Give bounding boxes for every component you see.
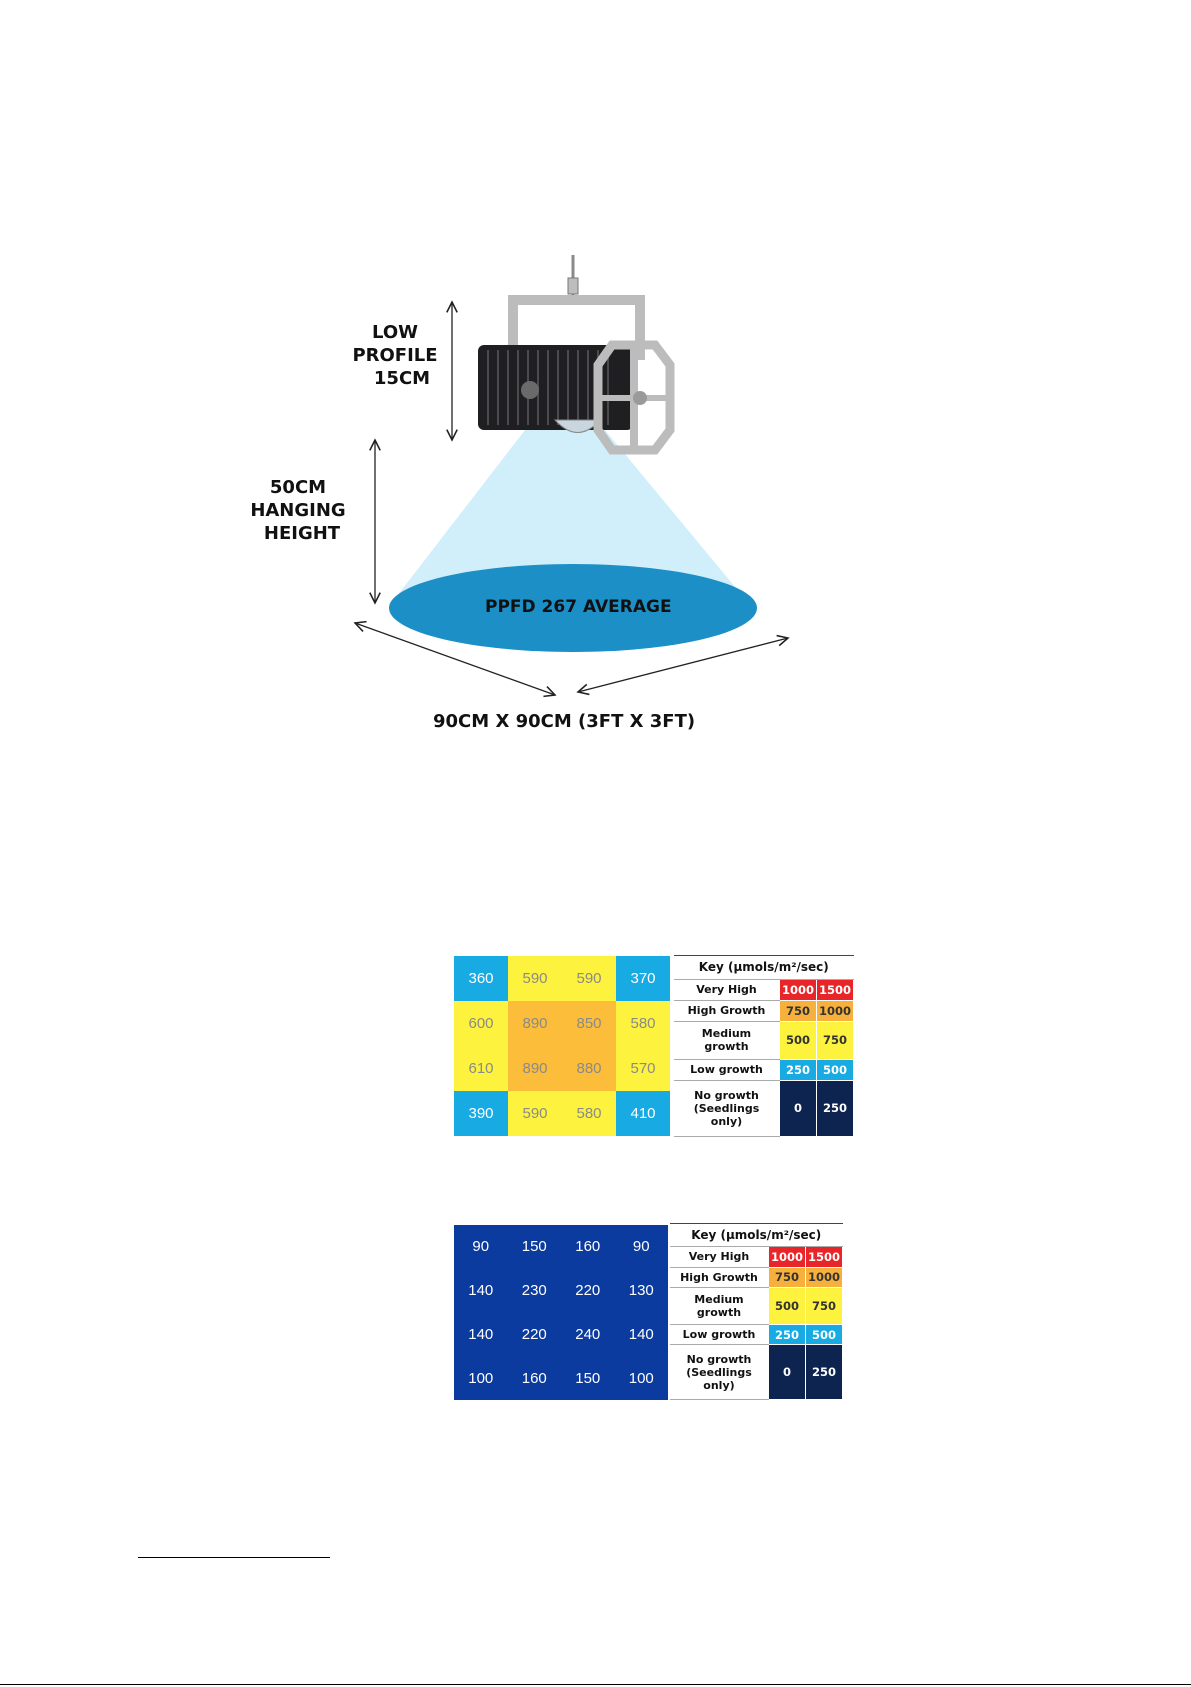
key-row-high-value: 750	[815, 1020, 855, 1060]
key-row-high-value: 250	[815, 1079, 855, 1138]
low-profile-line-2: PROFILE	[352, 345, 438, 366]
ppfd-cell: 590	[562, 956, 616, 1001]
low-profile-line-1: LOW	[372, 322, 418, 343]
ppfd-cell: 890	[508, 1001, 562, 1046]
key-row-label: Low growth	[674, 1059, 780, 1081]
ppfd-cell: 890	[508, 1046, 562, 1091]
key-row-label: Medium growth	[670, 1287, 769, 1325]
key-row-high-value: 1000	[804, 1266, 844, 1289]
ppfd-cell: 610	[454, 1046, 508, 1091]
ppfd-cell: 600	[454, 1001, 508, 1046]
ppfd-average-label: PPFD 267 AVERAGE	[485, 597, 672, 617]
key-row-low-value: 1000	[778, 978, 817, 1001]
ppfd-cell: 360	[454, 956, 508, 1001]
ppfd-cell: 390	[454, 1091, 508, 1136]
low-profile-label: LOW PROFILE 15CM	[345, 321, 445, 390]
key-row-low-value: 500	[767, 1287, 806, 1325]
hanging-height-line-3: HEIGHT	[263, 523, 341, 544]
light-coverage-diagram: LOW PROFILE 15CM 50CM HANGING HEIGHT PPF…	[0, 0, 1191, 780]
key-row-label: Very High	[674, 979, 780, 1001]
ppfd-cell: 140	[454, 1268, 508, 1313]
ppfd-cell: 160	[561, 1225, 615, 1269]
ppfd-cell: 230	[507, 1268, 561, 1313]
key-row-label: No growth (Seedlings only)	[670, 1344, 769, 1400]
ppfd-cell: 140	[454, 1312, 508, 1357]
width-arrow-left	[355, 623, 555, 695]
hanging-height-label: 50CM HANGING HEIGHT	[248, 476, 348, 545]
ppfd-cell: 100	[454, 1356, 508, 1400]
ppfd-cell: 140	[614, 1312, 668, 1357]
key-row-low-value: 0	[778, 1079, 817, 1138]
key-row-label: Very High	[670, 1246, 769, 1268]
width-arrow-right	[578, 638, 788, 692]
ppfd-cell: 220	[507, 1312, 561, 1357]
key-row-high-value: 250	[804, 1344, 844, 1400]
key-row-high-value: 750	[804, 1287, 844, 1325]
ppfd-cell: 90	[614, 1225, 668, 1269]
ppfd-cell: 240	[561, 1312, 615, 1357]
ppfd-cell: 580	[616, 1001, 670, 1046]
hanging-height-line-2: HANGING	[250, 500, 346, 521]
key-row-high-value: 500	[804, 1323, 844, 1346]
ppfd-cell: 100	[614, 1356, 668, 1400]
key-row-high-value: 1000	[815, 999, 855, 1022]
key-row-high-value: 500	[815, 1058, 855, 1081]
ppfd-cell: 850	[562, 1001, 616, 1046]
ppfd-cell: 880	[562, 1046, 616, 1091]
diagram-graphic	[0, 255, 1191, 780]
ppfd-cell: 410	[616, 1091, 670, 1136]
ppfd-cell: 160	[507, 1356, 561, 1400]
ppfd-cell: 150	[561, 1356, 615, 1400]
key-row-low-value: 250	[767, 1323, 806, 1346]
key-row-label: High Growth	[670, 1267, 769, 1289]
hanging-height-line-1: 50CM	[269, 477, 327, 498]
low-profile-line-3: 15CM	[373, 368, 431, 389]
key-title: Key (µmols/m²/sec)	[670, 1222, 843, 1248]
light-beam	[390, 430, 750, 605]
ppfd-cell: 590	[508, 956, 562, 1001]
key-row-low-value: 750	[767, 1266, 806, 1289]
key-row-high-value: 1500	[815, 978, 855, 1001]
footnote-separator	[138, 1557, 330, 1558]
ppfd-cell: 580	[562, 1091, 616, 1136]
key-row-high-value: 1500	[804, 1246, 844, 1268]
ppfd-cell: 570	[616, 1046, 670, 1091]
ppfd-cell: 130	[614, 1268, 668, 1313]
key-row-low-value: 1000	[767, 1246, 806, 1268]
key-row-label: Low growth	[670, 1324, 769, 1346]
page-bottom-rule	[0, 1684, 1191, 1685]
ppfd-cell: 220	[561, 1268, 615, 1313]
fixture-image	[478, 255, 675, 455]
ppfd-cell: 150	[507, 1225, 561, 1269]
key-title: Key (µmols/m²/sec)	[674, 955, 854, 980]
key-row-low-value: 0	[767, 1344, 806, 1400]
key-row-label: Medium growth	[674, 1021, 780, 1060]
key-row-label: High Growth	[674, 1000, 780, 1022]
footprint-size-label: 90CM X 90CM (3FT X 3FT)	[433, 711, 696, 732]
key-row-low-value: 250	[778, 1058, 817, 1081]
ppfd-cell: 590	[508, 1091, 562, 1136]
ppfd-cell: 370	[616, 956, 670, 1001]
key-row-low-value: 750	[778, 999, 817, 1022]
ppfd-cell: 90	[454, 1225, 508, 1269]
key-row-label: No growth (Seedlings only)	[674, 1080, 780, 1138]
key-row-low-value: 500	[778, 1020, 817, 1060]
